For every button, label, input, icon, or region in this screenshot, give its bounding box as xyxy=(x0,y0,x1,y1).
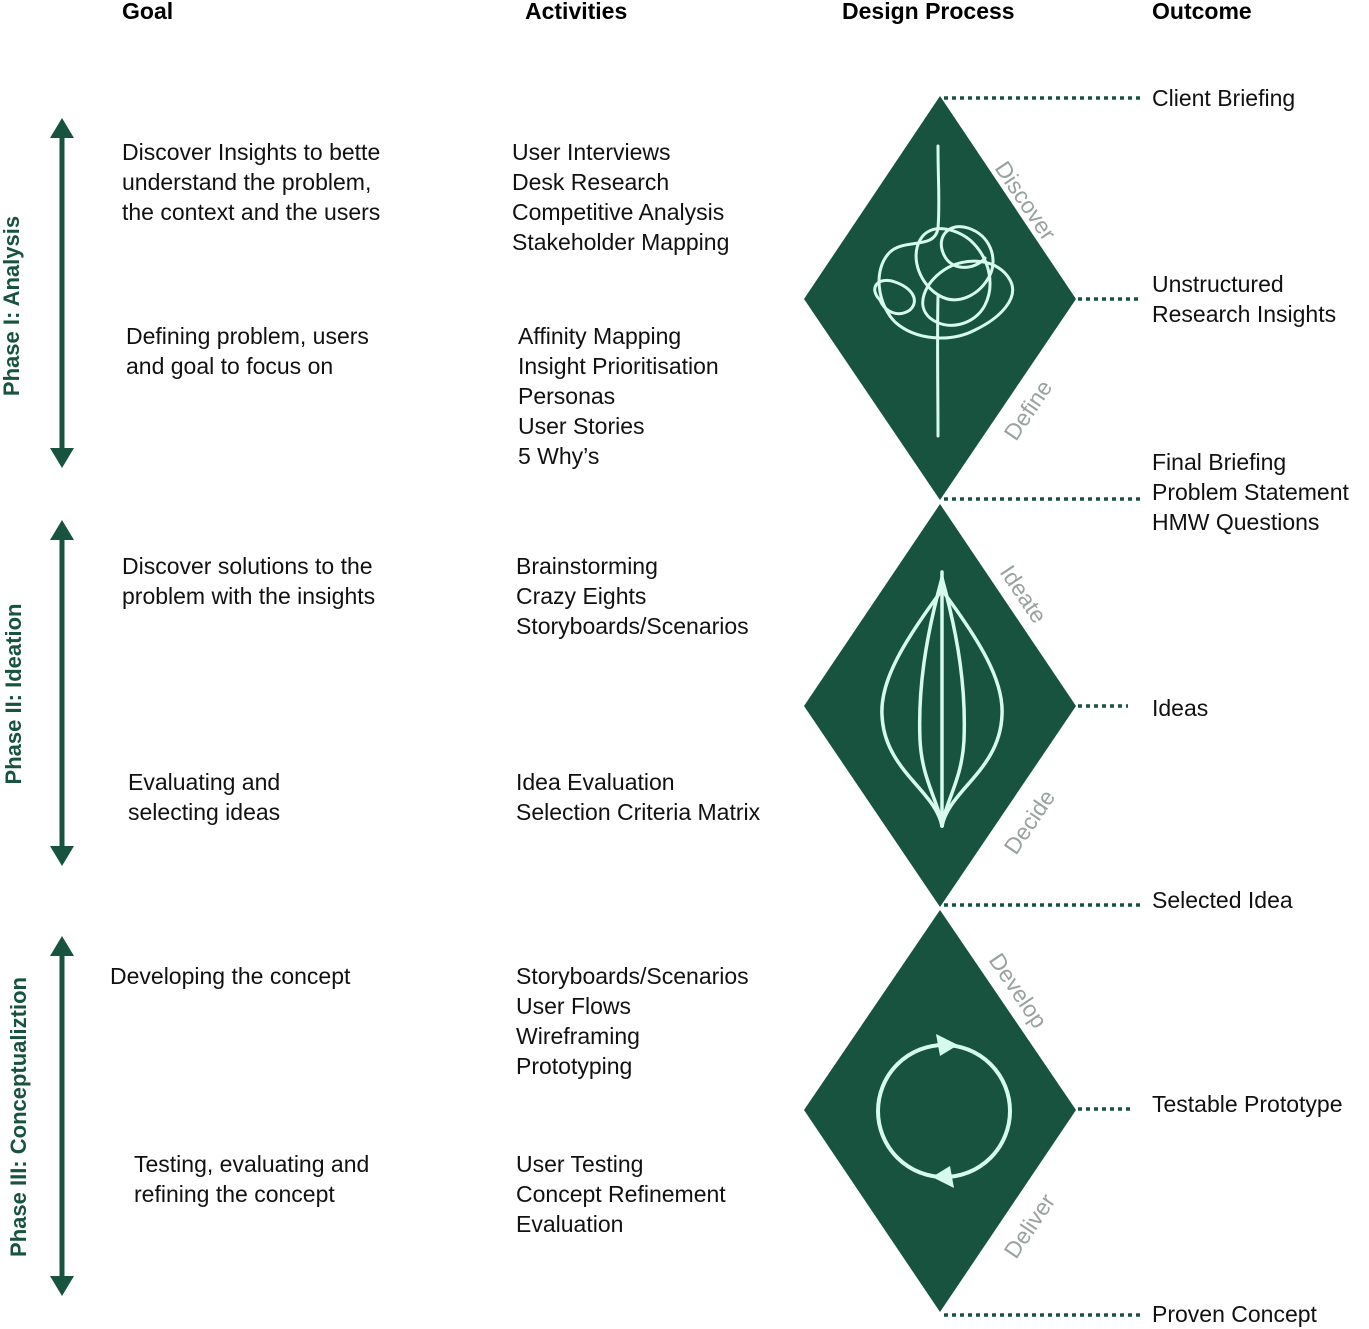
outcome-line: Client Briefing xyxy=(1152,85,1296,111)
activity-item: User Stories xyxy=(518,413,645,439)
header-goal: Goal xyxy=(122,0,174,24)
outcome-testable-prototype: Testable Prototype xyxy=(1152,1089,1343,1119)
goal-discover-insights: Discover Insights to bette understand th… xyxy=(122,137,380,227)
outcome-selected-idea: Selected Idea xyxy=(1152,885,1293,915)
activities-develop: Storyboards/Scenarios User Flows Wirefra… xyxy=(516,961,749,1081)
goal-line: Evaluating and xyxy=(128,769,281,795)
goal-line: Testing, evaluating and xyxy=(134,1151,370,1177)
phase-arrow-analysis xyxy=(50,118,74,468)
outcome-line: Ideas xyxy=(1152,695,1209,721)
outcome-research-insights: Unstructured Research Insights xyxy=(1152,269,1336,329)
activity-item: Competitive Analysis xyxy=(512,199,725,225)
activities-define: Affinity Mapping Insight Prioritisation … xyxy=(518,321,719,471)
activity-item: Storyboards/Scenarios xyxy=(516,963,749,989)
activity-item: User Testing xyxy=(516,1151,644,1177)
goal-line: understand the problem, xyxy=(122,169,372,195)
diamond-conceptualization xyxy=(804,910,1076,1312)
activity-item: Affinity Mapping xyxy=(518,323,682,349)
header-activities: Activities xyxy=(525,0,628,24)
activity-item: Evaluation xyxy=(516,1211,624,1237)
activities-discover: User Interviews Desk Research Competitiv… xyxy=(512,137,729,257)
goal-line: problem with the insights xyxy=(122,583,376,609)
goal-evaluating-ideas: Evaluating and selecting ideas xyxy=(128,767,280,827)
goal-discover-solutions: Discover solutions to the problem with t… xyxy=(122,551,375,611)
tangle-icon xyxy=(873,144,1014,438)
activity-item: 5 Why’s xyxy=(518,443,600,469)
activities-ideate: Brainstorming Crazy Eights Storyboards/S… xyxy=(516,551,749,641)
goal-line: Defining problem, users xyxy=(126,323,369,349)
outcome-connectors xyxy=(944,96,1140,1317)
goal-line: Developing the concept xyxy=(110,963,351,989)
diamond-ideation xyxy=(804,504,1076,907)
activity-item: Stakeholder Mapping xyxy=(512,229,730,255)
activity-item: Storyboards/Scenarios xyxy=(516,613,749,639)
lens-icon xyxy=(880,570,1004,828)
outcome-line: Problem Statement xyxy=(1152,479,1349,505)
activity-item: Selection Criteria Matrix xyxy=(516,799,761,825)
outcome-line: Testable Prototype xyxy=(1152,1091,1343,1117)
activity-item: Insight Prioritisation xyxy=(518,353,719,379)
activity-item: Concept Refinement xyxy=(516,1181,726,1207)
goal-developing-concept: Developing the concept xyxy=(110,961,350,991)
phase-arrow-conceptualization xyxy=(50,936,74,1296)
activity-item: Brainstorming xyxy=(516,553,658,579)
activity-item: Wireframing xyxy=(516,1023,640,1049)
goal-line: refining the concept xyxy=(134,1181,335,1207)
activity-item: Personas xyxy=(518,383,616,409)
outcome-line: HMW Questions xyxy=(1152,509,1320,535)
goal-testing-concept: Testing, evaluating and refining the con… xyxy=(134,1149,369,1209)
header-design-process: Design Process xyxy=(842,0,1015,24)
phase-arrow-ideation xyxy=(50,520,74,866)
outcome-line: Unstructured xyxy=(1152,271,1284,297)
header-outcome: Outcome xyxy=(1152,0,1252,24)
goal-line: Discover solutions to the xyxy=(122,553,373,579)
outcome-line: Proven Concept xyxy=(1152,1301,1317,1327)
outcome-line: Research Insights xyxy=(1152,301,1337,327)
goal-line: selecting ideas xyxy=(128,799,281,825)
activities-deliver: User Testing Concept Refinement Evaluati… xyxy=(516,1149,726,1239)
outcome-line: Selected Idea xyxy=(1152,887,1293,913)
activity-item: Prototyping xyxy=(516,1053,633,1079)
outcome-client-briefing: Client Briefing xyxy=(1152,83,1295,113)
diamond-analysis xyxy=(804,96,1076,500)
goal-line: the context and the users xyxy=(122,199,381,225)
cycle-icon xyxy=(876,1034,1012,1188)
outcome-final-briefing: Final Briefing Problem Statement HMW Que… xyxy=(1152,447,1349,537)
goal-defining-problem: Defining problem, users and goal to focu… xyxy=(126,321,369,381)
activity-item: Idea Evaluation xyxy=(516,769,675,795)
outcome-ideas: Ideas xyxy=(1152,693,1208,723)
activity-item: Desk Research xyxy=(512,169,670,195)
outcome-proven-concept: Proven Concept xyxy=(1152,1299,1317,1329)
goal-line: and goal to focus on xyxy=(126,353,334,379)
activities-decide: Idea Evaluation Selection Criteria Matri… xyxy=(516,767,760,827)
activity-item: User Flows xyxy=(516,993,632,1019)
outcome-line: Final Briefing xyxy=(1152,449,1287,475)
activity-item: Crazy Eights xyxy=(516,583,647,609)
goal-line: Discover Insights to bette xyxy=(122,139,381,165)
activity-item: User Interviews xyxy=(512,139,671,165)
